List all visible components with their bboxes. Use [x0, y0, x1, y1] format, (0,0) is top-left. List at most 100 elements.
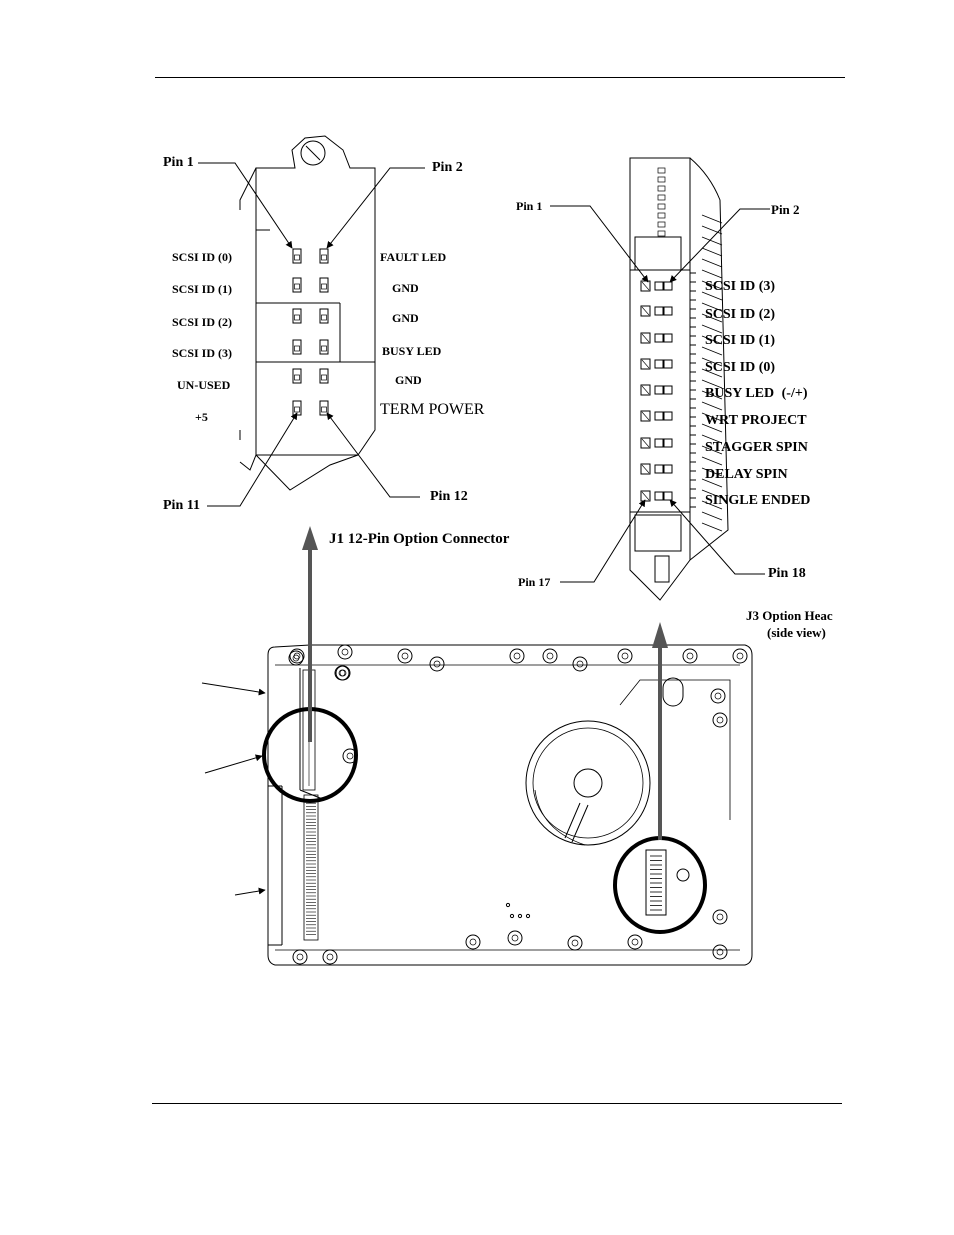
- j1-pin-contact: [294, 406, 300, 413]
- mount-hole: [712, 944, 728, 960]
- j3-pin-cell: [654, 359, 664, 369]
- hatch-line: [701, 423, 723, 433]
- j1-pin: [319, 248, 329, 264]
- hatch-line: [701, 500, 723, 510]
- j1-right-label-4: GND: [395, 373, 422, 387]
- mount-hole-center: [296, 953, 304, 961]
- j1-pin-grid: [292, 248, 329, 416]
- hatch-line: [701, 445, 723, 455]
- j1-right-label-1: GND: [392, 281, 419, 295]
- test-point: [525, 913, 531, 919]
- side-pointer-arrows: [201, 682, 266, 896]
- j1-caption: J1 12-Pin Option Connector: [329, 531, 510, 547]
- mount-hole-center: [716, 948, 724, 956]
- hatch-line: [701, 335, 723, 345]
- hatch-line: [701, 346, 723, 356]
- j1-callout-leaders: [198, 162, 425, 507]
- mount-hole-center: [714, 692, 722, 700]
- j3-pin-cell: [654, 333, 664, 343]
- j3-pin-cell: [654, 438, 664, 448]
- header-rule: [155, 77, 845, 78]
- mount-hole-center: [511, 934, 519, 942]
- j3-top-pin: [657, 167, 666, 174]
- j3-top-pin: [657, 230, 666, 237]
- j1-pin-contact: [321, 345, 327, 352]
- j1-pin: [319, 339, 329, 355]
- j3-busy-led-polarity: (-/+): [781, 386, 808, 401]
- mount-hole-center: [513, 652, 521, 660]
- hatch-line: [701, 313, 723, 323]
- mount-hole-center: [546, 652, 554, 660]
- j1-pin-contact: [294, 254, 300, 261]
- hatch-line: [701, 368, 723, 378]
- j3-label-6: STAGGER SPIN: [705, 440, 808, 455]
- j3-pin-mark: [641, 359, 650, 369]
- j3-pin-cell: [640, 410, 651, 422]
- j1-pin: [292, 248, 302, 264]
- mount-hole-center: [433, 660, 441, 668]
- j1-pin-contact: [294, 345, 300, 352]
- j1-pin: [319, 368, 329, 384]
- j1-left-label-4: UN-USED: [177, 378, 231, 392]
- j3-pin-mark: [641, 411, 650, 421]
- j1-pin1-label: Pin 1: [163, 155, 194, 170]
- j3-pad-contacts: [645, 849, 690, 916]
- hatch-line: [701, 225, 723, 235]
- j3-housing-hatch: [657, 167, 723, 532]
- j1-left-label-5: +5: [195, 410, 208, 424]
- j3-pin-cell: [663, 491, 673, 501]
- j3-pin-mark: [641, 385, 650, 395]
- hatch-line: [701, 401, 723, 411]
- mount-hole-center: [736, 652, 744, 660]
- j3-pin-cell: [654, 491, 664, 501]
- j1-pin-contact: [321, 406, 327, 413]
- j3-top-pin: [657, 176, 666, 183]
- j1-pin-contact: [294, 374, 300, 381]
- mount-hole: [682, 648, 698, 664]
- mount-hole: [337, 644, 353, 660]
- j3-pin-cell: [654, 464, 664, 474]
- mount-hole: [288, 650, 304, 666]
- mount-hole-center: [326, 953, 334, 961]
- j3-pin-cell: [663, 385, 673, 395]
- j3-pin-cell: [640, 437, 651, 449]
- j1-pin-contact: [321, 254, 327, 261]
- mount-hole-center: [716, 716, 724, 724]
- j1-pin: [319, 277, 329, 293]
- hatch-line: [701, 236, 723, 246]
- mount-hole: [429, 656, 445, 672]
- hatch-line: [701, 302, 723, 312]
- mount-hole-center: [292, 654, 300, 662]
- j1-right-label-5: TERM POWER: [380, 401, 485, 418]
- j3-pin-cell: [654, 306, 664, 316]
- mount-hole-center: [576, 660, 584, 668]
- drive-body-outline: [267, 644, 753, 966]
- j1-pin: [292, 339, 302, 355]
- j3-label-1: SCSI ID (2): [705, 307, 776, 322]
- j1-pin: [292, 308, 302, 324]
- j1-pin-contact: [321, 374, 327, 381]
- j1-left-label-3: SCSI ID (3): [172, 346, 233, 360]
- j3-pin-mark: [641, 491, 650, 501]
- j3-pin-cell: [640, 463, 651, 475]
- j3-caption-line1: J3 Option Heac: [746, 609, 833, 622]
- hatch-line: [701, 511, 723, 521]
- mount-hole-center: [338, 669, 346, 677]
- hatch-line: [701, 390, 723, 400]
- j1-left-label-2: SCSI ID (2): [172, 315, 233, 329]
- hatch-line: [701, 247, 723, 257]
- j3-highlight-circle: [613, 836, 707, 934]
- j3-label-4: BUSY LED (-/+): [705, 387, 807, 401]
- j1-pin-contact: [294, 314, 300, 321]
- mount-hole: [617, 648, 633, 664]
- j3-header-outline: [629, 157, 729, 601]
- mount-hole-center: [716, 913, 724, 921]
- test-point: [509, 913, 515, 919]
- main-scsi-connector: [303, 794, 319, 941]
- j1-right-label-2: GND: [392, 311, 419, 325]
- j3-pin-cell: [663, 438, 673, 448]
- hatch-line: [701, 456, 723, 466]
- j3-pin-cell: [640, 490, 651, 502]
- j1-pin2-label: Pin 2: [432, 160, 463, 175]
